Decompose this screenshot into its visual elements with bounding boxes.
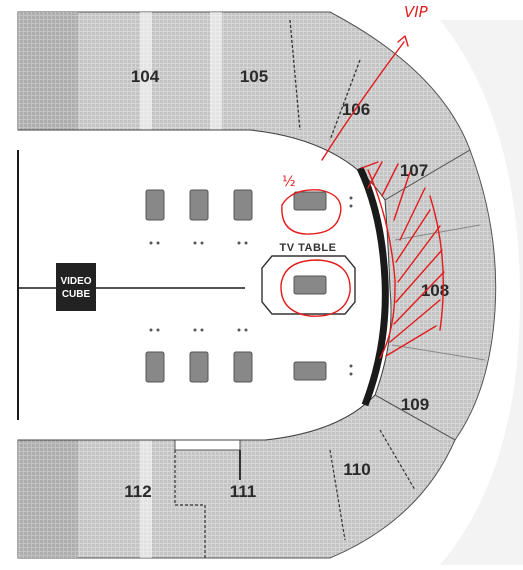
- tv-table: TV TABLE: [261, 242, 356, 315]
- handwritten-annotations: VIP ½: [280, 3, 445, 359]
- section-107-label: 107: [400, 161, 428, 180]
- section-110-label: 110: [343, 460, 370, 479]
- vip-annotation: VIP: [404, 3, 429, 21]
- section-108-label: 108: [421, 281, 449, 300]
- upper-seating-area: [17, 11, 471, 201]
- lower-seating-area: [17, 394, 456, 559]
- section-112-label: 112: [124, 482, 151, 501]
- section-111-label: 111: [230, 482, 257, 501]
- floor-tables: [145, 189, 353, 383]
- tv-table-label: TV TABLE: [280, 242, 337, 254]
- circle-mark-1: [281, 189, 342, 235]
- hatch-marks: [361, 161, 445, 359]
- video-cube: VIDEO CUBE: [18, 263, 245, 311]
- vip-arrow: [321, 35, 409, 161]
- section-104-label: 104: [131, 67, 160, 86]
- half-mark-annotation: ½: [282, 174, 296, 190]
- section-109-label: 109: [401, 395, 429, 414]
- video-cube-label-line1: VIDEO: [60, 276, 91, 287]
- circle-mark-2: [280, 259, 351, 317]
- video-cube-label-line2: CUBE: [62, 289, 91, 300]
- section-105-label: 105: [240, 67, 268, 86]
